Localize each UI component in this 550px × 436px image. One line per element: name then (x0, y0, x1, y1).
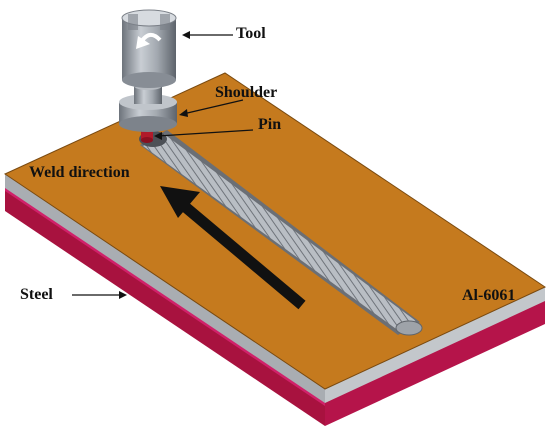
label-leaders (72, 31, 254, 299)
weld-direction-label: Weld direction (29, 164, 130, 181)
tool-shoulder (119, 94, 177, 132)
tool-body (121, 9, 177, 88)
curved-arrow-icon (136, 32, 162, 49)
weld-direction-arrow (160, 186, 306, 310)
tool-label: Tool (236, 25, 266, 42)
pin-label: Pin (258, 116, 282, 133)
shoulder-label: Shoulder (215, 84, 278, 101)
aluminum-plate-edges (5, 174, 545, 403)
aluminum-label: Al-6061 (462, 287, 516, 304)
steel-label: Steel (20, 286, 53, 303)
